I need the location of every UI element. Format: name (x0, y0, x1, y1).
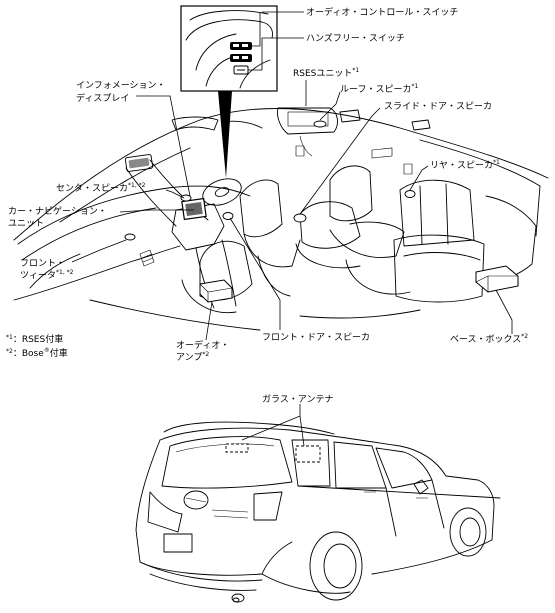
leader-lines (71, 11, 513, 447)
label-center-speaker: センタ・スピーカ*1, *2 (56, 182, 146, 194)
steering-switch-inset (180, 5, 278, 92)
footnote-rses: *1：RSES付車 (6, 333, 63, 345)
label-bass-box: ベース・ボックス*2 (450, 333, 528, 345)
label-front-door-speaker: フロント・ドア・スピーカ (262, 332, 370, 343)
vehicle-interior-cutaway (13, 107, 549, 331)
label-audio-amp: オーディオ・アンプ*2 (176, 339, 229, 363)
vehicle-exterior-rear (135, 421, 501, 603)
rear-speaker (404, 190, 416, 198)
glass-antenna-rear (225, 443, 249, 453)
footnote-bose: *2：Bose®付車 (6, 347, 68, 359)
inset-pointer-wedge (218, 91, 232, 178)
label-info-display: インフォメーション・ディスプレイ (76, 81, 166, 104)
label-front-tweeter: フロント・ツィータ*1, *2 (20, 259, 74, 281)
label-handsfree-switch: ハンズフリー・スイッチ (306, 32, 405, 44)
audio-amp (199, 279, 233, 303)
label-sliding-door-speaker: スライド・ドア・スピーカ (384, 101, 492, 112)
label-audio-control-switch: オーディオ・コントロール・スイッチ (306, 6, 458, 18)
label-glass-antenna: ガラス・アンテナ (262, 394, 333, 405)
label-car-navigation: カー・ナビゲーション・ユニット (8, 205, 107, 229)
roof-speaker (313, 120, 327, 128)
center-speaker (180, 194, 192, 202)
sliding-door-speaker (293, 213, 307, 223)
label-rses-unit: RSESユニット*1 (293, 67, 359, 79)
label-roof-speaker: ルーフ・スピーカ*1 (340, 83, 418, 95)
glass-antenna-side (295, 445, 321, 463)
label-rear-speaker: リヤ・スピーカ*1 (430, 159, 500, 171)
front-door-speaker (222, 212, 234, 220)
front-tweeter (124, 233, 136, 241)
